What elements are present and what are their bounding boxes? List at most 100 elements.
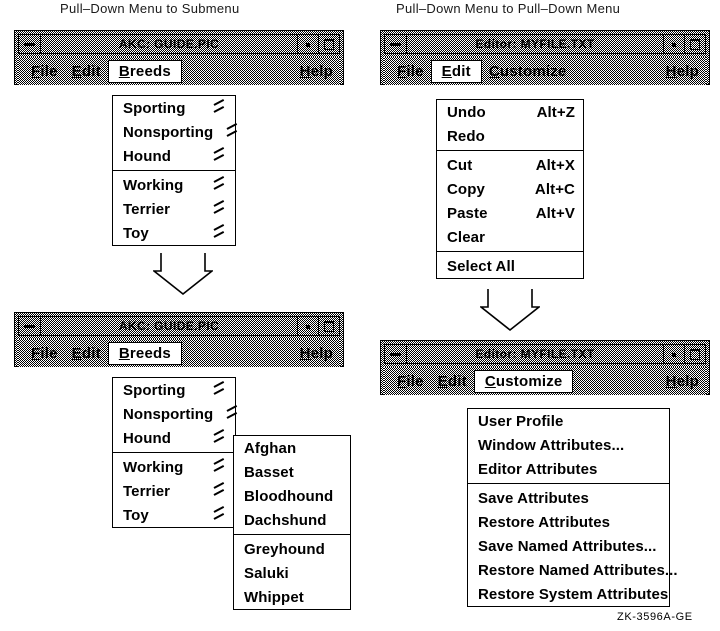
menubar-item-help[interactable]: Help bbox=[299, 62, 333, 80]
menu-item-hound[interactable]: Hound bbox=[113, 144, 235, 168]
window-akc-guide-top[interactable]: AKC: GUIDE.PIC File Edit Breeds Help bbox=[14, 30, 344, 85]
cascade-arrow-icon bbox=[214, 433, 227, 444]
menu-breeds-bottom[interactable]: Sporting Nonsporting Hound Working Terri… bbox=[112, 377, 236, 528]
minimize-icon[interactable] bbox=[663, 35, 684, 53]
window-editor-bottom[interactable]: Editor: MYFILE.TXT File Edit Customize H… bbox=[380, 340, 710, 395]
menubar-item-file[interactable]: File bbox=[31, 62, 58, 80]
window-title: AKC: GUIDE.PIC bbox=[118, 37, 220, 51]
menu-item-clear[interactable]: Clear bbox=[437, 225, 583, 249]
menubar-item-customize[interactable]: Customize bbox=[473, 369, 574, 393]
maximize-icon[interactable] bbox=[318, 317, 339, 335]
menubar-item-customize[interactable]: Customize bbox=[488, 62, 567, 80]
menu-item-bloodhound[interactable]: Bloodhound bbox=[234, 484, 350, 508]
menu-item-hound[interactable]: Hound bbox=[113, 426, 235, 450]
menu-item-toy[interactable]: Toy bbox=[113, 503, 235, 527]
menu-item-nonsporting[interactable]: Nonsporting bbox=[113, 402, 235, 426]
titlebar[interactable]: AKC: GUIDE.PIC bbox=[18, 316, 340, 336]
menu-item-label: Nonsporting bbox=[123, 123, 214, 141]
menubar[interactable]: File Edit Breeds Help bbox=[18, 57, 340, 85]
menu-item-sporting[interactable]: Sporting bbox=[113, 378, 235, 402]
cascade-arrow-icon bbox=[214, 228, 227, 239]
menu-item-nonsporting[interactable]: Nonsporting bbox=[113, 120, 235, 144]
titlebar[interactable]: Editor: MYFILE.TXT bbox=[384, 34, 706, 54]
menubar[interactable]: File Edit Customize Help bbox=[384, 57, 706, 85]
minimize-icon[interactable] bbox=[297, 35, 318, 53]
menu-item-redo[interactable]: Redo bbox=[437, 124, 583, 148]
submenu-hound[interactable]: Afghan Basset Bloodhound Dachshund Greyh… bbox=[233, 435, 351, 610]
menu-item-user-profile[interactable]: User Profile bbox=[468, 409, 669, 433]
menu-edit[interactable]: Undo Alt+Z Redo Cut Alt+X Copy Alt+C Pas… bbox=[436, 99, 584, 279]
maximize-icon[interactable] bbox=[318, 35, 339, 53]
maximize-icon[interactable] bbox=[684, 345, 705, 363]
window-editor-top[interactable]: Editor: MYFILE.TXT File Edit Customize H… bbox=[380, 30, 710, 85]
maximize-icon[interactable] bbox=[684, 35, 705, 53]
menu-separator bbox=[234, 534, 350, 535]
menu-item-whippet[interactable]: Whippet bbox=[234, 585, 350, 609]
menu-customize[interactable]: User Profile Window Attributes... Editor… bbox=[467, 408, 678, 607]
titlebar-buttons bbox=[663, 345, 705, 363]
menu-item-editor-attributes[interactable]: Editor Attributes bbox=[468, 457, 669, 481]
menu-item-working[interactable]: Working bbox=[113, 173, 235, 197]
window-menu-icon[interactable] bbox=[385, 35, 407, 53]
window-title: AKC: GUIDE.PIC bbox=[118, 319, 220, 333]
menu-item-saluki[interactable]: Saluki bbox=[234, 561, 350, 585]
menu-item-label: Paste bbox=[447, 204, 488, 222]
cascade-arrow-icon bbox=[227, 409, 240, 420]
menu-item-save-attributes[interactable]: Save Attributes bbox=[468, 486, 669, 510]
menu-item-label: Greyhound bbox=[244, 540, 325, 558]
window-menu-icon[interactable] bbox=[385, 345, 407, 363]
menu-item-sporting[interactable]: Sporting bbox=[113, 96, 235, 120]
menu-item-afghan[interactable]: Afghan bbox=[234, 436, 350, 460]
titlebar[interactable]: Editor: MYFILE.TXT bbox=[384, 344, 706, 364]
menu-item-restore-named-attributes[interactable]: Restore Named Attributes... bbox=[468, 558, 678, 582]
menubar-item-help[interactable]: Help bbox=[665, 62, 699, 80]
menu-item-select-all[interactable]: Select All bbox=[437, 254, 583, 278]
menu-item-label: Nonsporting bbox=[123, 405, 214, 423]
window-akc-guide-bottom[interactable]: AKC: GUIDE.PIC File Edit Breeds Help bbox=[14, 312, 344, 367]
menu-item-cut[interactable]: Cut Alt+X bbox=[437, 153, 583, 177]
menubar-item-breeds[interactable]: Breeds bbox=[107, 341, 182, 365]
menu-item-label: Redo bbox=[447, 127, 485, 145]
window-menu-icon[interactable] bbox=[19, 317, 41, 335]
figure-id-label: ZK-3596A-GE bbox=[617, 611, 693, 623]
window-menu-icon[interactable] bbox=[19, 35, 41, 53]
menu-item-label: Copy bbox=[447, 180, 485, 198]
menubar-item-edit[interactable]: Edit bbox=[437, 372, 467, 390]
minimize-icon[interactable] bbox=[663, 345, 684, 363]
menubar-item-edit[interactable]: Edit bbox=[71, 62, 101, 80]
menubar-item-edit[interactable]: Edit bbox=[71, 344, 101, 362]
menu-item-label: Basset bbox=[244, 463, 294, 481]
menu-item-greyhound[interactable]: Greyhound bbox=[234, 537, 350, 561]
menu-item-toy[interactable]: Toy bbox=[113, 221, 235, 245]
menu-item-terrier[interactable]: Terrier bbox=[113, 479, 235, 503]
menu-item-basset[interactable]: Basset bbox=[234, 460, 350, 484]
menubar-item-file[interactable]: File bbox=[31, 344, 58, 362]
titlebar[interactable]: AKC: GUIDE.PIC bbox=[18, 34, 340, 54]
menu-item-paste[interactable]: Paste Alt+V bbox=[437, 201, 583, 225]
menubar-item-breeds[interactable]: Breeds bbox=[107, 59, 182, 83]
menu-breeds-top[interactable]: Sporting Nonsporting Hound Working Terri… bbox=[112, 95, 236, 246]
menu-item-save-named-attributes[interactable]: Save Named Attributes... bbox=[468, 534, 669, 558]
menu-item-accelerator: Alt+C bbox=[534, 180, 575, 198]
menu-item-terrier[interactable]: Terrier bbox=[113, 197, 235, 221]
menu-item-copy[interactable]: Copy Alt+C bbox=[437, 177, 583, 201]
cascade-arrow-icon bbox=[214, 385, 227, 396]
menu-item-dachshund[interactable]: Dachshund bbox=[234, 508, 350, 532]
menubar[interactable]: File Edit Customize Help bbox=[384, 367, 706, 395]
menubar-item-help[interactable]: Help bbox=[299, 344, 333, 362]
menu-item-label: Undo bbox=[447, 103, 486, 121]
menubar-item-edit[interactable]: Edit bbox=[430, 59, 482, 83]
minimize-icon[interactable] bbox=[297, 317, 318, 335]
cascade-arrow-icon bbox=[214, 510, 227, 521]
menubar-item-help[interactable]: Help bbox=[665, 372, 699, 390]
menu-item-accelerator: Alt+Z bbox=[536, 103, 575, 121]
menubar-item-file[interactable]: File bbox=[397, 372, 424, 390]
menu-item-working[interactable]: Working bbox=[113, 455, 235, 479]
menu-item-restore-system-attributes[interactable]: Restore System Attributes bbox=[468, 582, 669, 606]
menu-item-label: Clear bbox=[447, 228, 486, 246]
menubar-item-file[interactable]: File bbox=[397, 62, 424, 80]
menubar[interactable]: File Edit Breeds Help bbox=[18, 339, 340, 367]
menu-item-undo[interactable]: Undo Alt+Z bbox=[437, 100, 583, 124]
menu-item-window-attributes[interactable]: Window Attributes... bbox=[468, 433, 669, 457]
menu-item-restore-attributes[interactable]: Restore Attributes bbox=[468, 510, 669, 534]
